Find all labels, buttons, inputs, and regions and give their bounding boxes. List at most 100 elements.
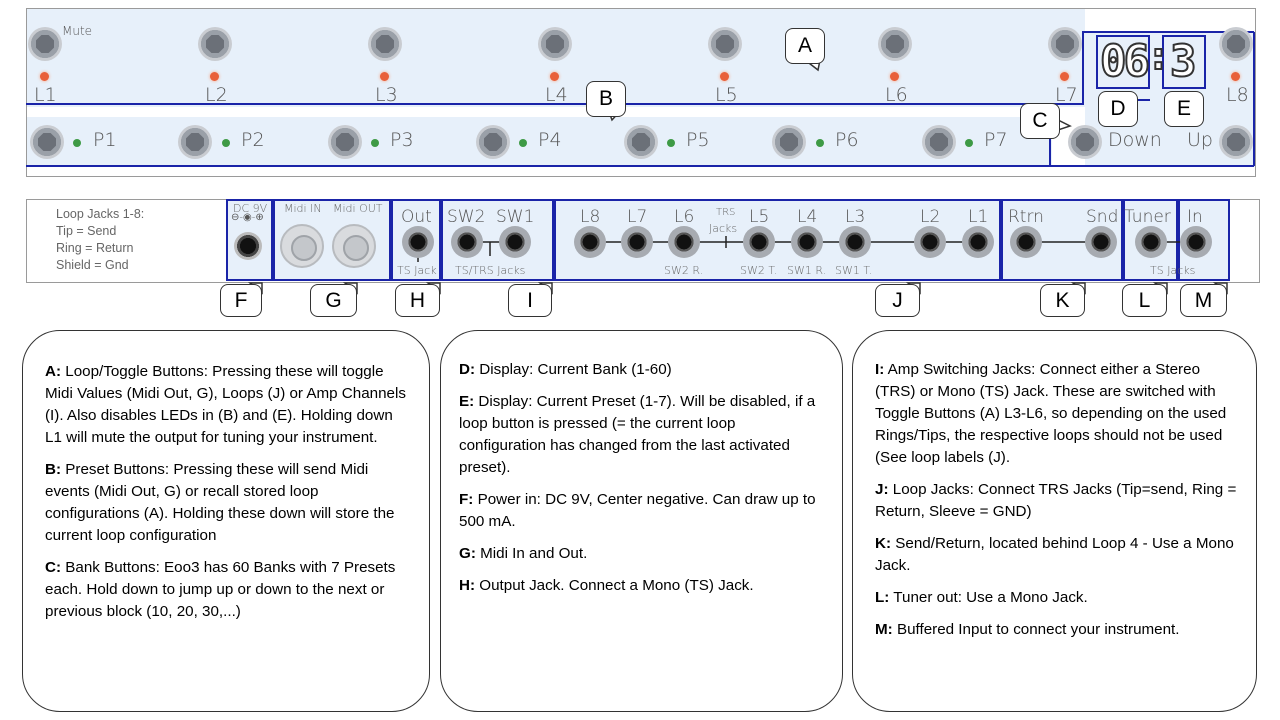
jack-label-l1: L1: [968, 207, 989, 227]
loop-note-line-1: Loop Jacks 1-8:: [56, 207, 145, 221]
sw2r-label: SW2 R.: [664, 264, 704, 277]
desc-a-key: A:: [45, 363, 62, 380]
input-jack[interactable]: [1180, 226, 1212, 258]
loop-button-4[interactable]: [538, 27, 572, 61]
sw1-jack[interactable]: [499, 226, 531, 258]
desc-c-text: Bank Buttons: Eoo3 has 60 Banks with 7 P…: [45, 559, 396, 620]
preset-button-2[interactable]: [178, 125, 212, 159]
loop-button-8[interactable]: [1219, 27, 1253, 61]
preset-led-1: [73, 139, 81, 147]
desc-j-text: Loop Jacks: Connect TRS Jacks (Tip=send,…: [875, 481, 1237, 520]
preset-label-6: P6: [835, 129, 859, 151]
desc-d: D: Display: Current Bank (1-60): [459, 359, 824, 381]
preset-button-4[interactable]: [476, 125, 510, 159]
preset-label-5: P5: [686, 129, 710, 151]
loop-button-7[interactable]: [1048, 27, 1082, 61]
desc-e: E: Display: Current Preset (1-7). Will b…: [459, 391, 824, 479]
jack-label-l3: L3: [845, 207, 866, 227]
loop-led-2: [210, 72, 219, 81]
loop-led-8: [1231, 72, 1240, 81]
loop-led-3: [380, 72, 389, 81]
preset-label-2: P2: [241, 129, 265, 151]
preset-button-1[interactable]: [30, 125, 64, 159]
desc-a: A: Loop/Toggle Buttons: Pressing these w…: [45, 361, 409, 449]
preset-led-5: [667, 139, 675, 147]
tuner-jack[interactable]: [1135, 226, 1167, 258]
loop-jack-5[interactable]: [743, 226, 775, 258]
preset-label-4: P4: [538, 129, 562, 151]
loop-jack-1[interactable]: [962, 226, 994, 258]
dc-jack[interactable]: [234, 232, 262, 260]
loop-button-5[interactable]: [708, 27, 742, 61]
desc-l: L: Tuner out: Use a Mono Jack.: [875, 587, 1240, 609]
preset-button-7[interactable]: [922, 125, 956, 159]
preset-label-3: P3: [390, 129, 414, 151]
midi-in-port[interactable]: [280, 224, 324, 268]
loop-label-7: L7: [1055, 84, 1078, 106]
preset-led-7: [965, 139, 973, 147]
return-jack[interactable]: [1010, 226, 1042, 258]
preset-button-6[interactable]: [772, 125, 806, 159]
trs-label: TRS: [716, 207, 736, 218]
sw2-jack[interactable]: [451, 226, 483, 258]
snd-label: Snd: [1086, 207, 1119, 227]
callout-j: J: [875, 284, 920, 317]
callout-l: L: [1122, 284, 1167, 317]
callout-e: E: [1164, 91, 1204, 127]
desc-j: J: Loop Jacks: Connect TRS Jacks (Tip=se…: [875, 479, 1240, 523]
desc-f-key: F:: [459, 491, 474, 508]
bank-down-button[interactable]: [1068, 125, 1102, 159]
loop-jack-7[interactable]: [621, 226, 653, 258]
ts-jacks-label: TS Jacks: [1150, 264, 1196, 277]
desc-d-text: Display: Current Bank (1-60): [479, 361, 672, 378]
loop-button-2[interactable]: [198, 27, 232, 61]
rtrn-label: Rtrn: [1008, 207, 1044, 227]
loop-jack-4[interactable]: [791, 226, 823, 258]
preset-label-7: P7: [984, 129, 1008, 151]
loop-jack-8[interactable]: [574, 226, 606, 258]
loop-button-6[interactable]: [878, 27, 912, 61]
loop-button-1[interactable]: [28, 27, 62, 61]
loop-led-6: [890, 72, 899, 81]
desc-j-key: J:: [875, 481, 889, 498]
tuner-label: Tuner: [1124, 207, 1171, 227]
jack-label-l2: L2: [920, 207, 941, 227]
desc-b: B: Preset Buttons: Pressing these will s…: [45, 459, 409, 547]
loop-note: Loop Jacks 1-8: Tip = Send Ring = Return…: [56, 206, 144, 274]
loop-jack-6[interactable]: [668, 226, 700, 258]
midi-out-port[interactable]: [332, 224, 376, 268]
desc-f-text: Power in: DC 9V, Center negative. Can dr…: [459, 491, 816, 530]
bank-up-button[interactable]: [1219, 125, 1253, 159]
loop-jack-2[interactable]: [914, 226, 946, 258]
callout-b: B: [586, 81, 626, 117]
sw2t-label: SW2 T.: [740, 264, 778, 277]
desc-m-key: M:: [875, 621, 893, 638]
preset-led-6: [816, 139, 824, 147]
callout-d: D: [1098, 91, 1138, 127]
desc-i: I: Amp Switching Jacks: Connect either a…: [875, 359, 1240, 469]
bank-down-label: Down: [1108, 129, 1162, 151]
loop-label-5: L5: [715, 84, 738, 106]
send-jack[interactable]: [1085, 226, 1117, 258]
preset-button-3[interactable]: [328, 125, 362, 159]
loop-jack-3[interactable]: [839, 226, 871, 258]
desc-k-text: Send/Return, located behind Loop 4 - Use…: [875, 535, 1234, 574]
desc-e-key: E:: [459, 393, 475, 410]
in-label: In: [1187, 207, 1203, 227]
sw1r-label: SW1 R.: [787, 264, 827, 277]
description-box-1: A: Loop/Toggle Buttons: Pressing these w…: [22, 330, 430, 712]
loop-led-4: [550, 72, 559, 81]
desc-f: F: Power in: DC 9V, Center negative. Can…: [459, 489, 824, 533]
preset-button-5[interactable]: [624, 125, 658, 159]
callout-m: M: [1180, 284, 1227, 317]
output-jack[interactable]: [402, 226, 434, 258]
loop-label-6: L6: [885, 84, 908, 106]
ts-jack-label: TS Jack: [397, 264, 437, 277]
loop-button-3[interactable]: [368, 27, 402, 61]
desc-g: G: Midi In and Out.: [459, 543, 824, 565]
loop-label-8: L8: [1226, 84, 1249, 106]
midi-in-label: Midi IN: [284, 202, 322, 215]
ts-trs-jacks-label: TS/TRS Jacks: [455, 264, 526, 277]
description-box-2: D: Display: Current Bank (1-60) E: Displ…: [440, 330, 843, 712]
jack-label-l7: L7: [627, 207, 648, 227]
